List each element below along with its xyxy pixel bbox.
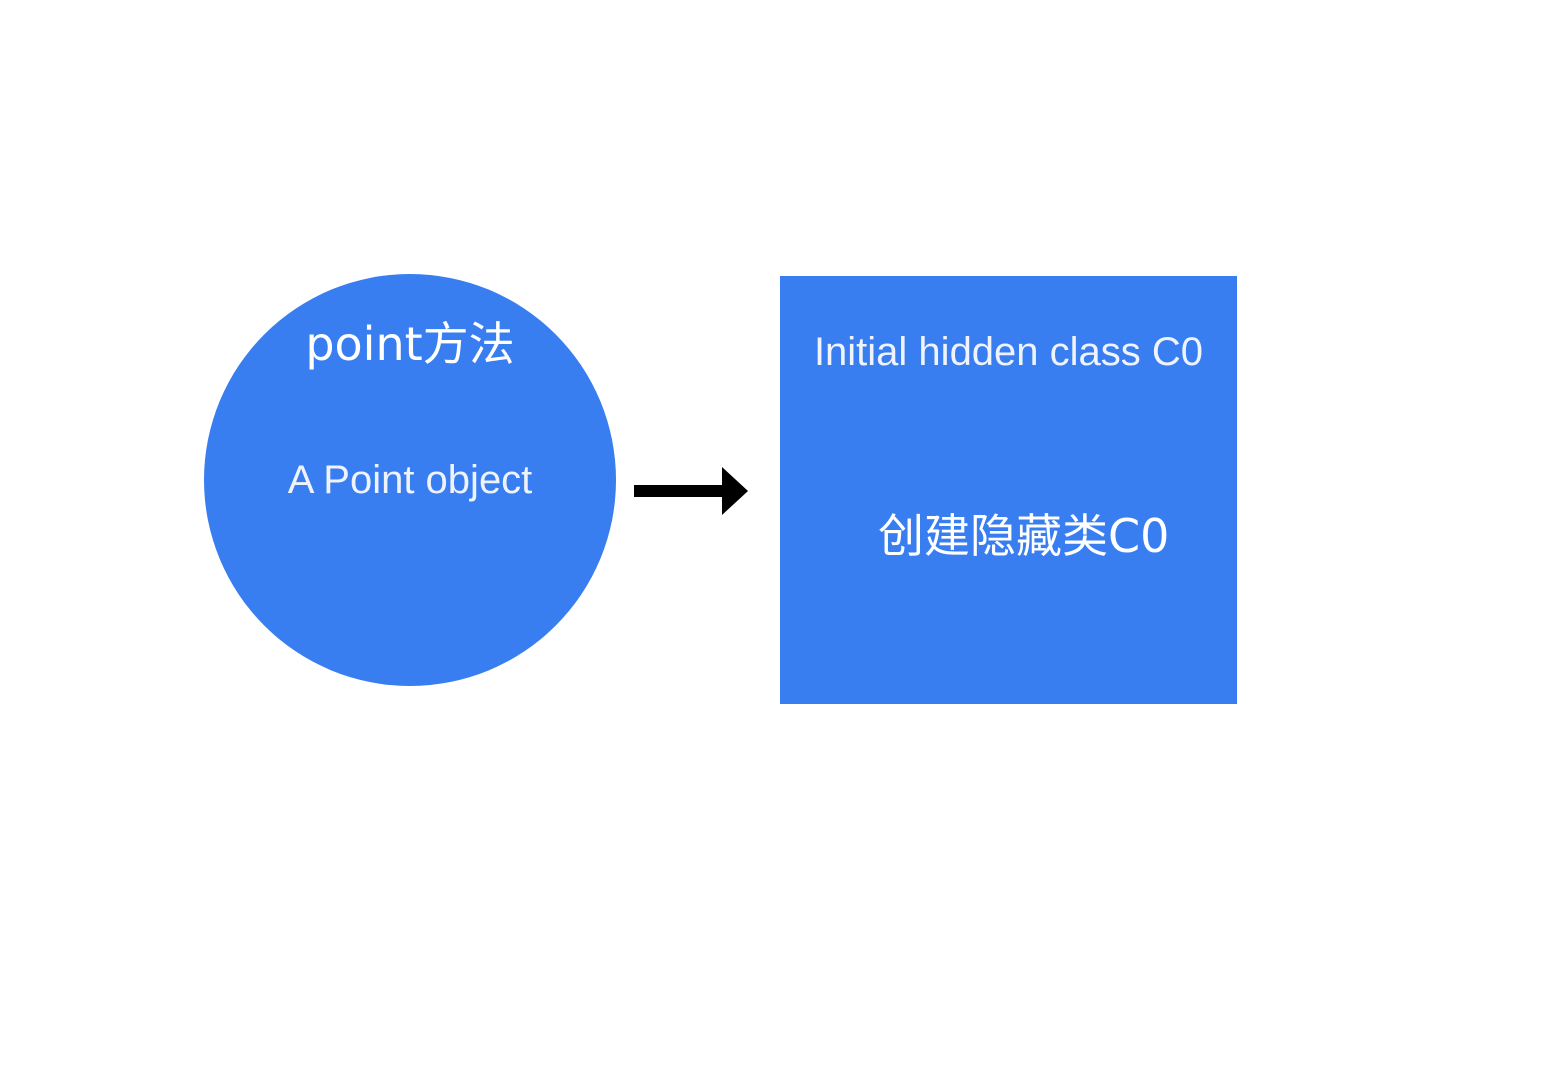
arrow-shaft [634, 485, 724, 497]
point-object-node: point方法 A Point object [204, 274, 616, 686]
create-hidden-class-label: 创建隐藏类C0 [878, 509, 1170, 563]
hidden-class-title: Initial hidden class C0 [813, 330, 1204, 374]
hidden-class-node: Initial hidden class C0 创建隐藏类C0 [780, 276, 1237, 704]
point-object-label: A Point object [287, 458, 533, 502]
point-method-title: point方法 [305, 317, 515, 371]
arrow-right-icon [634, 467, 748, 515]
arrow-head [722, 467, 748, 515]
